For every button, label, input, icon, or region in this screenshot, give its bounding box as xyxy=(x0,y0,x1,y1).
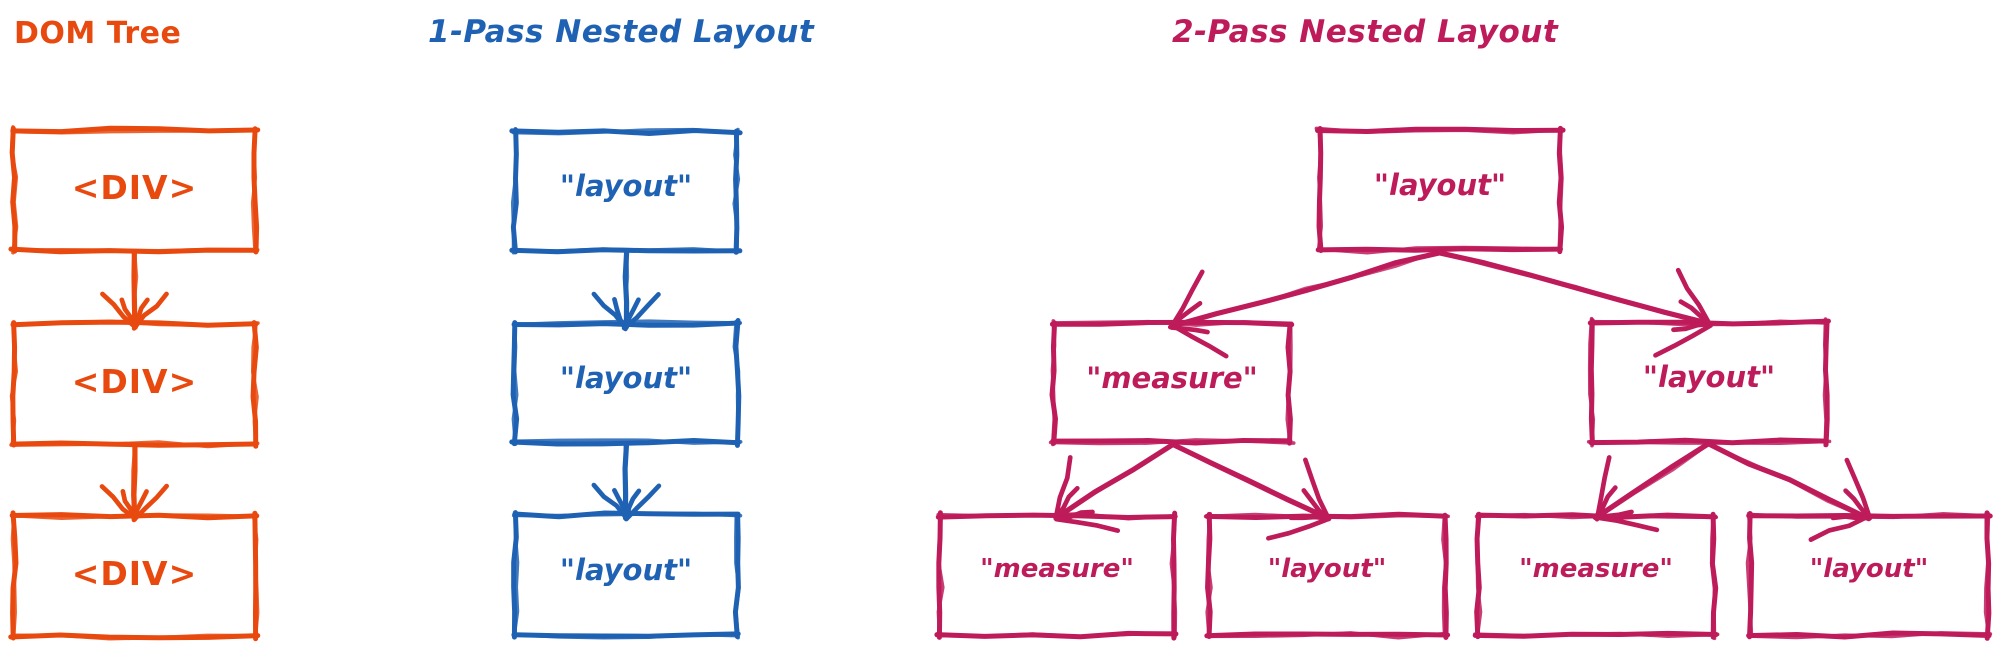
column-title-dom-tree: DOM Tree xyxy=(14,16,182,51)
node-box[interactable] xyxy=(9,319,260,449)
column-graphics-two-pass xyxy=(934,125,1993,641)
node-box[interactable] xyxy=(1203,511,1451,641)
column-graphics-one-pass xyxy=(509,126,743,640)
arrow-connector xyxy=(591,441,662,522)
node-box[interactable] xyxy=(8,125,261,255)
node-box[interactable] xyxy=(1586,316,1832,448)
arrow-connector xyxy=(1705,441,1873,542)
column-title-two-pass: 2-Pass Nested Layout xyxy=(1172,14,1559,50)
arrow-connector xyxy=(100,250,169,331)
node-box[interactable] xyxy=(1745,510,1993,641)
column-title-one-pass: 1-Pass Nested Layout xyxy=(428,14,815,50)
node-box[interactable] xyxy=(511,510,743,640)
node-box[interactable] xyxy=(8,510,261,642)
arrow-connector xyxy=(1436,250,1713,358)
node-box[interactable] xyxy=(934,510,1179,641)
arrow-connector xyxy=(99,442,169,523)
node-box[interactable] xyxy=(509,318,743,448)
arrow-connector xyxy=(591,248,661,332)
node-box[interactable] xyxy=(1314,125,1566,255)
arrow-connector xyxy=(1169,441,1332,541)
node-box[interactable] xyxy=(1472,511,1720,641)
column-graphics-dom-tree xyxy=(8,125,261,642)
node-box[interactable] xyxy=(1048,319,1296,447)
node-box[interactable] xyxy=(509,126,743,255)
arrow-connector xyxy=(1053,441,1176,533)
arrow-connector xyxy=(1167,249,1444,359)
arrow-connector xyxy=(1592,441,1711,533)
